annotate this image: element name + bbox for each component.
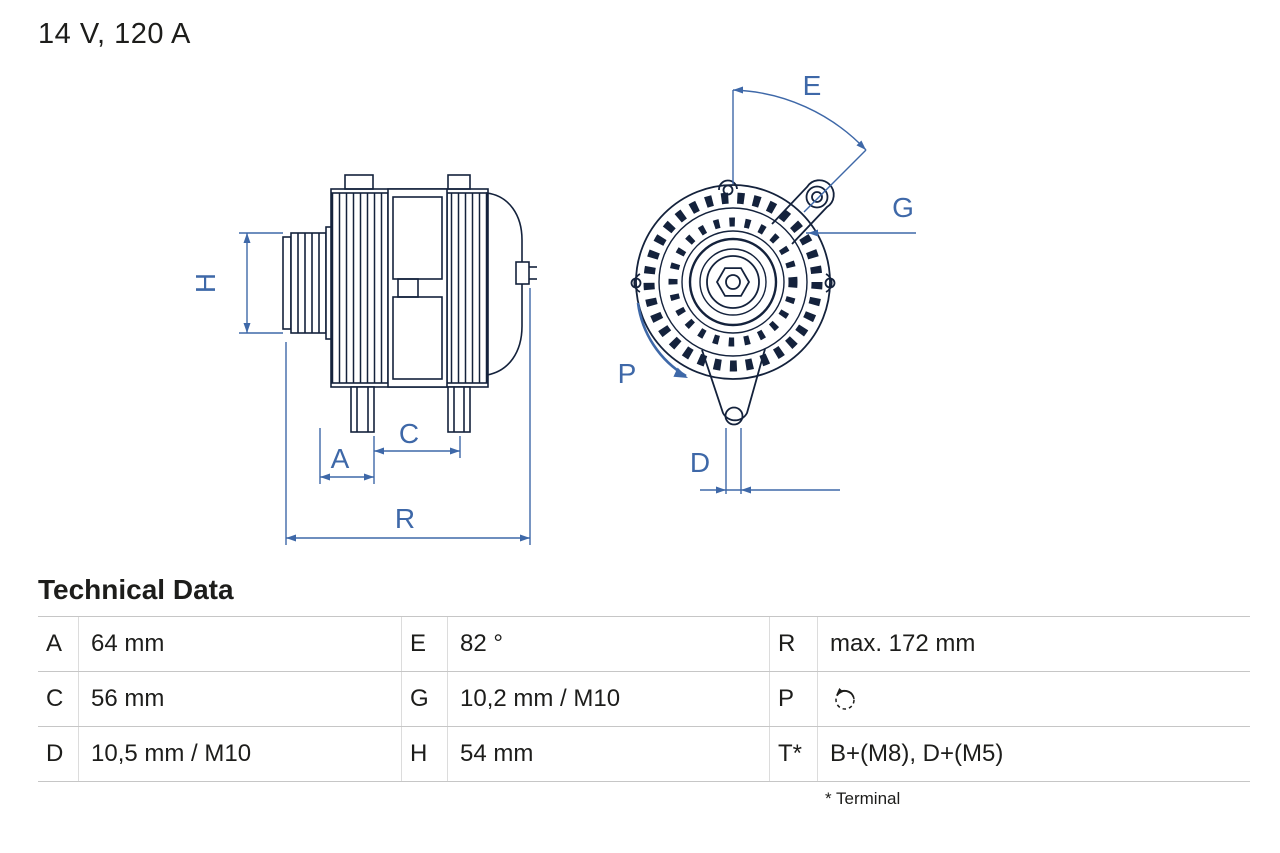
dim-label-a: A [331, 443, 350, 474]
spec-value-c: 56 mm [78, 672, 401, 726]
technical-data-table: A 64 mm E 82 ° R max. 172 mm C 56 mm G 1… [38, 616, 1250, 782]
spec-value-r: max. 172 mm [817, 617, 1250, 671]
table-row: D 10,5 mm / M10 H 54 mm T* B+(M8), D+(M5… [38, 727, 1250, 782]
spec-value-h: 54 mm [447, 727, 769, 781]
dim-label-c: C [399, 418, 419, 449]
drawing-stage: H A C R E G P D 14 V, 120 A [38, 18, 916, 545]
spec-value-e: 82 ° [447, 617, 769, 671]
rotation-direction-icon [835, 687, 855, 710]
spec-value-a: 64 mm [78, 617, 401, 671]
spec-value-t: B+(M8), D+(M5) [817, 727, 1250, 781]
front-view [630, 179, 836, 426]
top-tab-left [344, 174, 374, 190]
side-view [282, 174, 537, 433]
spec-key-d: D [46, 740, 64, 767]
spec-key-g: G [401, 672, 447, 726]
dim-label-e: E [803, 70, 822, 101]
spec-value-g: 10,2 mm / M10 [447, 672, 769, 726]
rear-cover [486, 192, 523, 376]
terminal-footnote: * Terminal [825, 789, 901, 808]
dim-label-r: R [395, 503, 415, 534]
table-row: C 56 mm G 10,2 mm / M10 P [38, 672, 1250, 727]
spec-key-c: C [46, 685, 64, 712]
spec-key-a: A [46, 630, 63, 657]
alternator-technical-drawing: H A C R E G P D [190, 70, 916, 545]
fins-front [331, 192, 389, 384]
dimension-arrowheads [243, 86, 866, 542]
rating-text: 14 V, 120 A [38, 18, 191, 50]
spec-value-p [817, 672, 1250, 726]
spec-key-r: R [769, 617, 817, 671]
housing-circles [635, 184, 831, 380]
technical-data-section: Technical Data A 64 mm E 82 ° R max. 172… [38, 574, 1250, 809]
spec-value-d: 10,5 mm / M10 [78, 727, 401, 781]
mounting-lug-bottom [701, 348, 766, 426]
spec-key-e: E [401, 617, 447, 671]
top-tab-right [447, 174, 471, 190]
spec-key-p: P [769, 672, 817, 726]
dim-label-h: H [190, 273, 221, 293]
mounting-lug-top [771, 179, 835, 245]
dim-label-p: P [618, 358, 637, 389]
mounting-feet [350, 386, 471, 433]
dim-label-d: D [690, 447, 710, 478]
table-row: A 64 mm E 82 ° R max. 172 mm [38, 617, 1250, 672]
technical-data-title: Technical Data [38, 574, 234, 605]
spec-key-t: T* [769, 727, 817, 781]
pulley [282, 226, 336, 340]
terminal-stud [515, 261, 537, 285]
shaft-nut [715, 267, 751, 297]
spec-key-h: H [401, 727, 447, 781]
stator-section [387, 188, 448, 388]
dim-label-g: G [892, 192, 914, 223]
fins-rear [446, 192, 488, 384]
